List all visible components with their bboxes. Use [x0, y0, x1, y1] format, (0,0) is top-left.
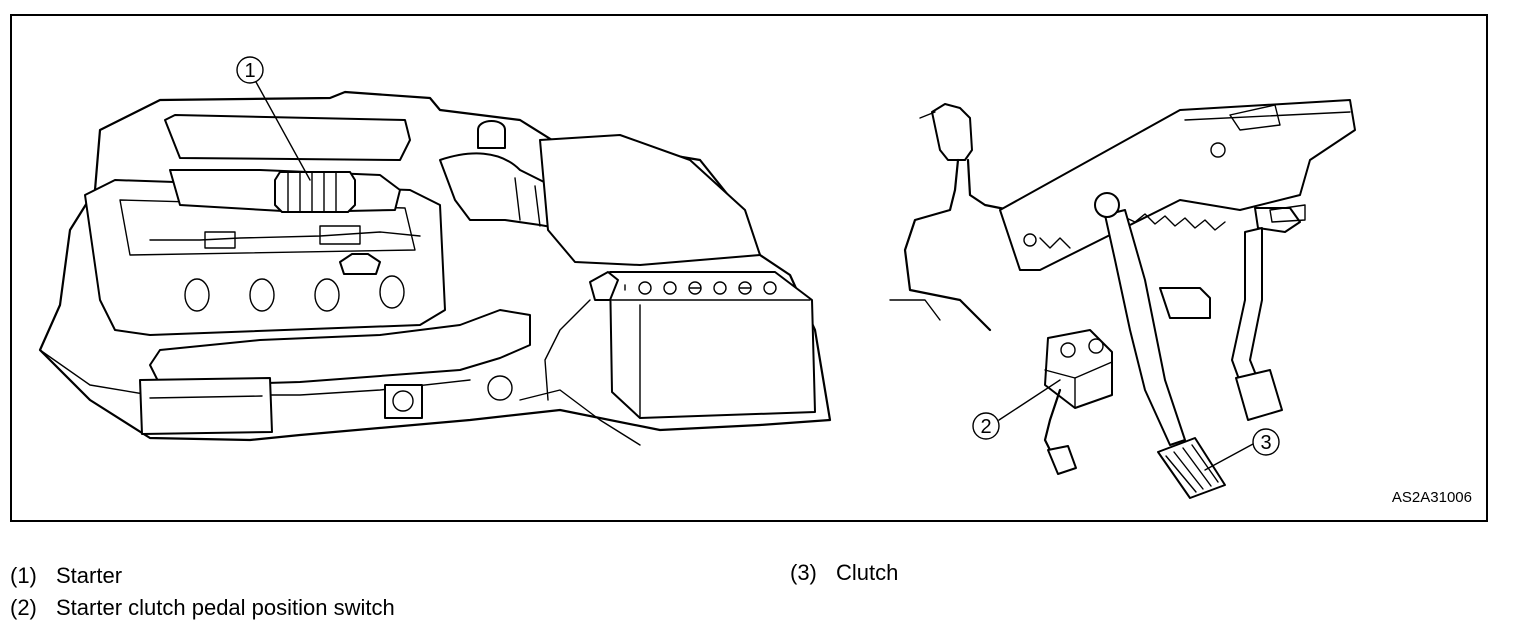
legend-item-2-label: Starter clutch pedal position switch: [56, 595, 395, 620]
legend-item-1: (1) Starter: [10, 563, 122, 589]
callout-1-circle: [236, 56, 264, 84]
engine-bay-illustration: 1: [38, 56, 832, 446]
legend-item-2: (2) Starter clutch pedal position switch: [10, 595, 395, 621]
callout-2-leader: [998, 379, 1061, 421]
callout-3-circle: [1252, 428, 1280, 456]
callout-3-number: 3: [1260, 432, 1271, 454]
legend-item-1-number: (1): [10, 563, 37, 588]
callout-3-leader: [1204, 443, 1254, 471]
legend-item-2-number: (2): [10, 595, 37, 620]
diagram-canvas: 1: [38, 56, 1356, 499]
figure-code: AS2A31006: [1391, 489, 1472, 506]
legend-item-3-number: (3): [790, 560, 817, 585]
callout-2-circle: [972, 412, 1000, 440]
legend-item-1-label: Starter: [56, 563, 123, 588]
pedal-assembly-illustration: 2 3: [889, 99, 1356, 499]
callout-1-leader: [255, 81, 311, 181]
callout-2-number: 2: [980, 416, 991, 438]
callout-1-number: 1: [244, 60, 255, 82]
legend-item-3: (3) Clutch: [790, 560, 898, 586]
figure-frame: AS2A31006: [10, 14, 1488, 522]
legend-item-3-label: Clutch: [836, 560, 899, 585]
